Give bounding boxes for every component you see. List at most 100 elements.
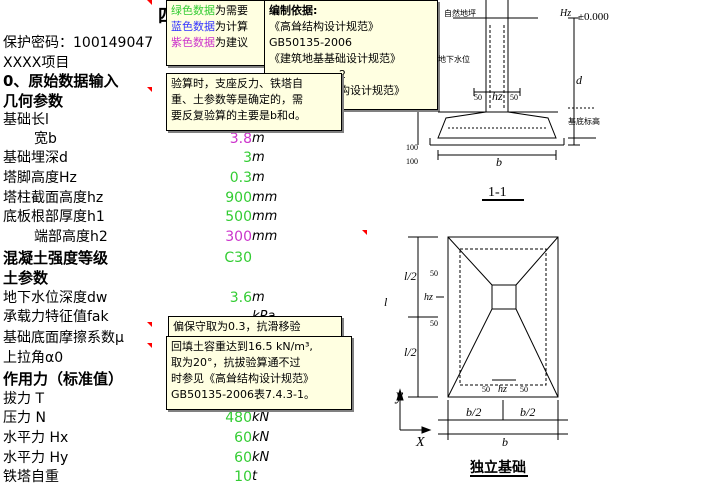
cell-value[interactable]: 0.3 [229, 170, 252, 186]
row-forces-title: 作用力（标准值） [0, 369, 370, 389]
dim-label: hz [424, 292, 433, 303]
cell-label: 端部高度h2 [34, 229, 108, 245]
base-label: 基底标高 [568, 116, 600, 126]
row-column-section[interactable]: 塔柱截面高度hz 900 mm [0, 188, 370, 208]
dim-label: 50 [474, 93, 482, 102]
password-label: 保护密码：100149047 [3, 35, 154, 51]
dim-label: b/2 [520, 405, 535, 419]
row-soil-title: 土参数 [0, 268, 370, 288]
row-compression[interactable]: 压力 N 480 kN [0, 408, 370, 428]
plan-label: 独立基础 [470, 459, 526, 476]
cell-label: 压力 N [3, 410, 46, 426]
cell-value[interactable]: 500 [225, 209, 252, 225]
dim-label: 50 [430, 319, 438, 328]
cell-label: 土参数 [3, 269, 49, 287]
cell-unit: m [252, 290, 265, 305]
dim-label: hz [498, 384, 507, 395]
row-uplift[interactable]: 拔力 T [0, 389, 370, 409]
legend-blue: 蓝色数据 [171, 20, 215, 33]
cell-value[interactable]: 3.8 [229, 131, 252, 147]
project-name: XXXX项目 [3, 55, 70, 71]
dim-label: 50 [510, 93, 518, 102]
cell-value[interactable]: 480 [225, 410, 252, 426]
cell-value[interactable]: 3 [243, 150, 252, 166]
dim-label: d [576, 73, 583, 87]
cell-label: 宽b [34, 131, 57, 147]
dim-label: b/2 [466, 405, 481, 419]
cell-label: 基础长l [3, 112, 49, 128]
row-end-height[interactable]: 端部高度h2 300 mm [0, 227, 370, 247]
comment-indicator[interactable] [147, 343, 152, 348]
comment-indicator[interactable] [147, 0, 152, 5]
dim-label: hz [492, 89, 503, 103]
cell-value[interactable]: C30 [224, 250, 252, 266]
soil-line: 取为20°，抗拔验算通不过 [171, 356, 301, 369]
water-label: 地下水位 [438, 54, 470, 64]
cell-label: 基础底面摩擦系数μ [3, 330, 124, 346]
cell-value[interactable]: 60 [234, 430, 252, 446]
row-horizontal-x[interactable]: 水平力 Hx 60 kN [0, 428, 370, 448]
legend-green-desc: 为需要 [215, 4, 248, 17]
row-concrete-grade[interactable]: 混凝土强度等级 C30 [0, 248, 370, 268]
axis-y-label: y [394, 387, 404, 404]
legend-blue-desc: 为计算 [215, 20, 248, 33]
dim-label: Hz [559, 8, 571, 19]
row-base-length[interactable]: 基础长l [0, 110, 370, 130]
dim-label: 50 [482, 385, 490, 394]
row-friction[interactable]: 基础底面摩擦系数μ [0, 328, 370, 348]
row-base-width[interactable]: 宽b 3.8 m [0, 129, 370, 149]
cell-value[interactable]: 300 [225, 229, 252, 245]
dim-label: 50 [430, 269, 438, 278]
soil-comment: 回填土容重达到16.5 kN/m³, 取为20°，抗拔验算通不过 时参见《高耸结… [166, 336, 352, 410]
basis-line: GB50135-2006 [269, 36, 353, 49]
cell-label: 铁塔自重 [3, 469, 59, 485]
cell-label: 承载力特征值fak [3, 309, 109, 325]
basis-line: 2 [339, 68, 346, 81]
cell-label: 上拉角α0 [3, 350, 64, 366]
check-line: 重、土参数等是确定的，需 [171, 93, 303, 106]
row-depth[interactable]: 基础埋深d 3 m [0, 148, 370, 168]
legend-purple: 紫色数据 [171, 36, 215, 49]
comment-indicator[interactable] [362, 230, 367, 235]
basis-title: 编制依据: [269, 4, 318, 17]
basis-line: 《高耸结构设计规范》 [269, 20, 379, 33]
dim-label: l/2 [404, 345, 417, 359]
cell-label: 地下水位深度dw [3, 290, 108, 306]
row-pull-angle[interactable]: 上拉角α0 [0, 348, 370, 368]
dim-label: b [496, 155, 502, 169]
cell-unit: mm [252, 209, 278, 224]
cell-unit: kN [252, 430, 270, 445]
elev-label: ±0.000 [578, 11, 609, 23]
cell-label: 混凝土强度等级 [3, 249, 109, 267]
cell-unit: m [252, 150, 265, 165]
cell-label: 作用力（标准值） [3, 370, 124, 388]
comment-indicator[interactable] [147, 87, 152, 92]
dim-label: l [384, 295, 388, 309]
friction-line: 偏保守取为0.3，抗滑移验 [173, 320, 301, 333]
cell-label: 拔力 T [3, 391, 45, 407]
dim-label: 100 [406, 157, 418, 166]
row-root-thickness[interactable]: 底板根部厚度h1 500 mm [0, 207, 370, 227]
check-comment: 验算时，支座反力、铁塔自 重、土参数等是确定的，需 要反复验算的主要是b和d。 [166, 73, 342, 131]
dim-label: 50 [520, 385, 528, 394]
ground-label: 自然地坪 [444, 8, 476, 18]
cell-label: 水平力 Hx [3, 430, 69, 446]
row-tower-weight[interactable]: 铁塔自重 10 t [0, 467, 370, 487]
row-horizontal-y[interactable]: 水平力 Hy 60 kN [0, 448, 370, 468]
cell-value[interactable]: 60 [234, 450, 252, 466]
row-tower-foot-height[interactable]: 塔脚高度Hz 0.3 m [0, 168, 370, 188]
foundation-drawing: ±0.000 自然地坪 地下水位 基底标高 Hz d hz 50 50 100 … [384, 0, 609, 477]
cell-value[interactable]: 3.6 [229, 290, 252, 306]
row-water-depth[interactable]: 地下水位深度dw 3.6 m [0, 288, 370, 308]
cell-unit: t [252, 469, 258, 484]
check-line: 要反复验算的主要是b和d。 [171, 109, 306, 122]
soil-line: GB50135-2006表7.4.3-1。 [171, 388, 315, 401]
cell-value[interactable]: 10 [234, 469, 252, 485]
basis-line: 构设计规范》 [339, 84, 405, 97]
comment-indicator[interactable] [147, 322, 152, 327]
cell-unit: m [252, 131, 265, 146]
cell-value[interactable]: 900 [225, 190, 252, 206]
section-label: 1-1 [488, 185, 507, 200]
legend-purple-desc: 为建议 [215, 36, 248, 49]
